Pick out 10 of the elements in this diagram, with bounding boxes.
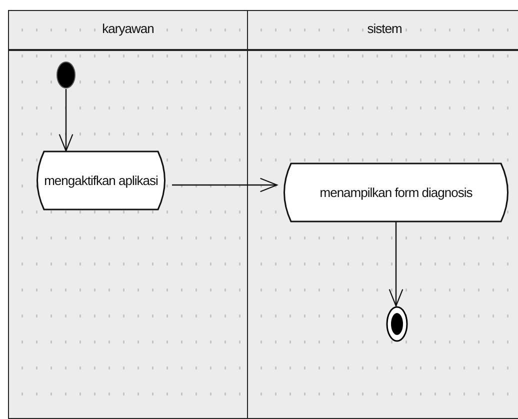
lane-header: sistem bbox=[248, 11, 518, 51]
end-node bbox=[386, 306, 408, 342]
swimlane bbox=[8, 10, 248, 419]
activity-label: mengaktifkan aplikasi bbox=[44, 173, 158, 188]
activity-label: menampilkan form diagnosis bbox=[320, 185, 472, 200]
swimlane bbox=[247, 10, 518, 419]
arrow bbox=[172, 178, 278, 192]
start-node bbox=[56, 61, 76, 89]
arrow bbox=[58, 89, 74, 152]
arrow bbox=[388, 222, 404, 307]
